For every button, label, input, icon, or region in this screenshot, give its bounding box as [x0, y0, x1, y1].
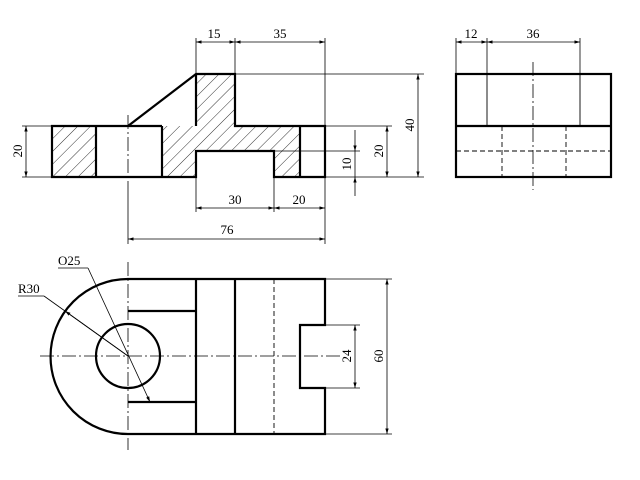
- dim-20-left: 20: [10, 145, 25, 158]
- dim-24: 24: [339, 349, 354, 363]
- top-outline: [49, 277, 327, 436]
- dim-36: 36: [527, 26, 541, 41]
- side-view: 12 36: [454, 26, 613, 190]
- dim-35: 35: [274, 26, 287, 41]
- dim-r30: R30: [18, 281, 40, 296]
- dim-phi25: O25: [58, 253, 80, 268]
- hatch-left: [52, 126, 96, 177]
- dim-60: 60: [371, 350, 386, 363]
- dim-40: 40: [402, 119, 417, 132]
- dim-20-bottom: 20: [293, 192, 306, 207]
- leader-phi25: [87, 267, 151, 403]
- dim-76: 76: [221, 222, 235, 237]
- leader-r30-arrow: [64, 310, 129, 357]
- dim-15: 15: [208, 26, 221, 41]
- dim-20-right: 20: [371, 145, 386, 158]
- dim-10: 10: [339, 158, 354, 171]
- dim-30: 30: [229, 192, 242, 207]
- top-view: O25 R30 24 60: [18, 253, 392, 450]
- dim-12: 12: [465, 26, 478, 41]
- front-view: 15 35 40 20 10 20 30 20 76: [10, 26, 424, 244]
